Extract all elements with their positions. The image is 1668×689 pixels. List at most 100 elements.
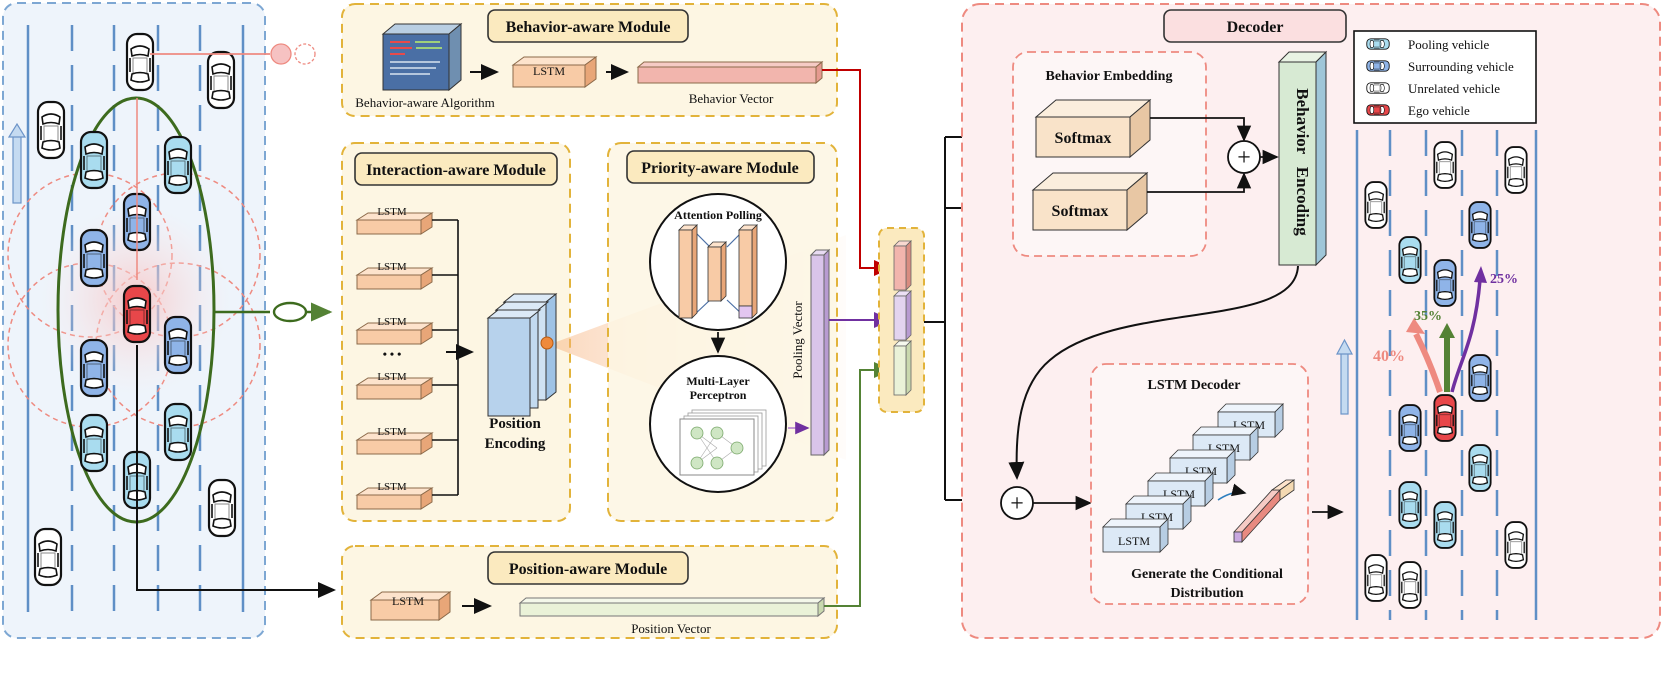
softmax-label: Softmax xyxy=(1055,130,1112,147)
legend-item: Pooling vehicle xyxy=(1366,37,1489,52)
legend-item: Unrelated vehicle xyxy=(1366,81,1500,96)
softmax-block: Softmax xyxy=(1034,98,1152,159)
surrounding-car xyxy=(1433,259,1457,307)
surrounding-car xyxy=(1398,404,1422,452)
lstm-stack: LSTM LSTM LSTM • • • LSTM xyxy=(355,206,434,510)
position-vector xyxy=(518,596,826,618)
decoder-panel: Decoder Behavior Embedding Softmax Softm… xyxy=(961,3,1661,639)
pooling-car xyxy=(79,413,109,473)
probability-left: 40% xyxy=(1373,348,1405,365)
lstm-label: LSTM xyxy=(377,316,407,328)
surrounding-car xyxy=(1468,201,1492,249)
mlp-label: Perceptron xyxy=(690,388,747,402)
lstm-block: LSTM xyxy=(355,371,434,400)
position-encoding-label: Position xyxy=(489,416,541,432)
unrelated-car xyxy=(1433,141,1457,189)
pooling-car xyxy=(1398,236,1422,284)
behavior-embedding: Behavior Embedding Softmax Softmax xyxy=(1012,51,1207,257)
lstm-label: LSTM xyxy=(377,371,407,383)
surrounding-car xyxy=(163,315,193,375)
lstm-decoder-block: LSTM xyxy=(1102,518,1169,553)
surrounding-car xyxy=(79,228,109,288)
svg-text:+: + xyxy=(1010,491,1024,517)
lstm-block: LSTM xyxy=(355,206,434,235)
attention-pooling-circle: Attention Polling xyxy=(649,193,787,331)
pooling-car xyxy=(79,130,109,190)
behavior-encoding-label: Behavior Encoding xyxy=(1293,88,1312,236)
lstm-label: LSTM xyxy=(377,206,407,218)
pooling-car xyxy=(1398,481,1422,529)
lstm-block: LSTM xyxy=(355,426,434,455)
trajectory-arrows xyxy=(1406,266,1487,393)
behavior-vector-label: Behavior Vector xyxy=(689,91,774,106)
unrelated-car xyxy=(207,478,237,538)
unrelated-car xyxy=(206,50,236,110)
up-arrow-icon xyxy=(7,122,27,204)
priority-aware-module: Priority-aware Module Attention Polling xyxy=(607,142,838,522)
behavior-vector xyxy=(636,60,824,85)
mlp-circle: Multi-Layer Perceptron xyxy=(649,355,787,493)
pooling-car xyxy=(1433,501,1457,549)
lstm-block: LSTM xyxy=(355,481,434,510)
lstm-label: LSTM xyxy=(392,594,424,608)
legend: Pooling vehicle Surrounding vehicle Unre… xyxy=(1353,30,1537,124)
car-icon xyxy=(1366,38,1390,50)
lstm-label: LSTM xyxy=(1118,534,1150,548)
generate-label: Distribution xyxy=(1170,586,1243,601)
decoder-title: Decoder xyxy=(1227,19,1284,36)
position-aware-module: Position-aware Module LSTM Position Vect… xyxy=(341,545,838,639)
lstm-block: LSTM xyxy=(511,56,598,88)
surrounding-car xyxy=(1468,354,1492,402)
unrelated-car xyxy=(1364,554,1388,602)
unrelated-car xyxy=(33,527,63,587)
scene-panel xyxy=(2,2,266,639)
distribution-vector xyxy=(1233,479,1296,544)
position-module-title: Position-aware Module xyxy=(509,561,667,578)
behavior-embedding-title: Behavior Embedding xyxy=(1046,69,1173,84)
unrelated-car xyxy=(125,32,155,92)
plus-icon: + xyxy=(1000,486,1034,520)
unrelated-car xyxy=(1398,561,1422,609)
position-vector-label: Position Vector xyxy=(631,621,711,636)
unrelated-car xyxy=(1364,181,1388,229)
lstm-label: LSTM xyxy=(377,481,407,493)
mlp-label: Multi-Layer xyxy=(686,374,750,388)
pooling-car xyxy=(163,402,193,462)
car-icon xyxy=(1366,82,1390,94)
lstm-decoder: LSTM Decoder LSTM LSTM LSTM xyxy=(1090,363,1309,605)
probability-right: 25% xyxy=(1490,272,1518,287)
legend-label: Ego vehicle xyxy=(1408,103,1470,118)
pooling-vector-label: Pooling Vector xyxy=(790,301,805,379)
unrelated-car xyxy=(1504,146,1528,194)
legend-label: Surrounding vehicle xyxy=(1408,59,1514,74)
generate-label: Generate the Conditional xyxy=(1131,567,1283,582)
concat-vector-block xyxy=(878,227,925,413)
up-arrow-icon xyxy=(1335,338,1354,415)
ellipsis: • • • xyxy=(383,347,402,361)
prediction-road: 40% 35% 25% xyxy=(1335,130,1538,620)
probability-straight: 35% xyxy=(1414,309,1442,324)
car-icon xyxy=(1366,60,1390,72)
pooling-vector xyxy=(809,248,831,457)
plus-icon: + xyxy=(1227,140,1261,174)
lstm-label: LSTM xyxy=(377,426,407,438)
legend-label: Pooling vehicle xyxy=(1408,37,1489,52)
behavior-encoding-bar: Behavior Encoding xyxy=(1277,50,1328,267)
legend-label: Unrelated vehicle xyxy=(1408,81,1500,96)
lstm-block: LSTM xyxy=(369,591,452,621)
lstm-block: LSTM xyxy=(355,261,434,290)
pooling-car xyxy=(163,135,193,195)
document-icon xyxy=(381,22,463,92)
lstm-label: LSTM xyxy=(377,261,407,273)
softmax-block: Softmax xyxy=(1031,171,1149,232)
attention-pooling-label: Attention Polling xyxy=(674,208,762,222)
car-icon xyxy=(1366,104,1390,116)
legend-item: Ego vehicle xyxy=(1366,103,1470,118)
softmax-label: Softmax xyxy=(1052,203,1109,220)
ego-car xyxy=(122,284,152,344)
behavior-algorithm-label: Behavior-aware Algorithm xyxy=(355,95,494,110)
position-encoding-block xyxy=(486,292,558,417)
legend-item: Surrounding vehicle xyxy=(1366,59,1514,74)
unrelated-car xyxy=(36,100,66,160)
